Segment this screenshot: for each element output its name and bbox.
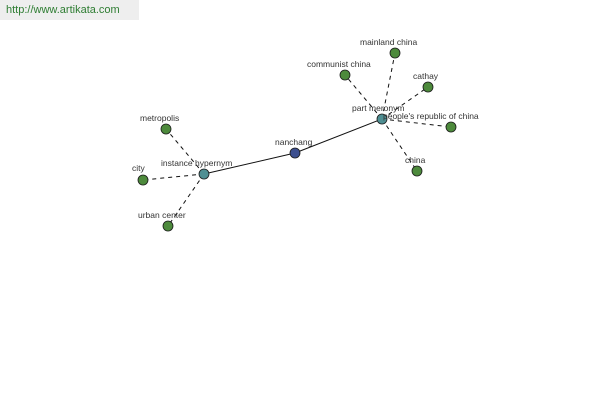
edge-nanchang-to-part-meronym: [294, 118, 383, 154]
edge-part-meronym-to-peoples-republic-of-china: [381, 118, 452, 128]
nodes-layer: [137, 47, 457, 232]
node-nanchang[interactable]: [289, 147, 301, 159]
node-label-mainland-china: mainland china: [360, 37, 417, 47]
node-peoples-republic-of-china[interactable]: [445, 121, 457, 133]
edge-instance-hypernym-to-city: [142, 173, 205, 181]
edge-part-meronym-to-mainland-china: [381, 52, 396, 120]
node-city[interactable]: [137, 174, 149, 186]
node-part-meronym[interactable]: [376, 113, 388, 125]
node-label-metropolis: metropolis: [140, 113, 179, 123]
node-label-instance-hypernym: instance hypernym: [161, 158, 232, 168]
node-label-urban-center: urban center: [138, 210, 186, 220]
edge-part-meronym-to-china: [381, 118, 418, 172]
edges-layer: [142, 52, 452, 227]
node-urban-center[interactable]: [162, 220, 174, 232]
node-metropolis[interactable]: [160, 123, 172, 135]
edge-nanchang-to-instance-hypernym: [203, 152, 296, 175]
node-cathay[interactable]: [422, 81, 434, 93]
edge-part-meronym-to-communist-china: [344, 74, 383, 120]
node-label-communist-china: communist china: [307, 59, 371, 69]
watermark-url[interactable]: http://www.artikata.com: [0, 0, 139, 20]
node-label-cathay: cathay: [413, 71, 439, 81]
node-instance-hypernym[interactable]: [198, 168, 210, 180]
edge-part-meronym-to-cathay: [381, 86, 429, 120]
node-communist-china[interactable]: [339, 69, 351, 81]
node-china[interactable]: [411, 165, 423, 177]
node-label-nanchang: nanchang: [275, 137, 313, 147]
node-label-china: china: [405, 155, 426, 165]
labels-layer: nanchang instance hypernym part meronym met…: [132, 37, 479, 220]
edge-instance-hypernym-to-metropolis: [165, 128, 205, 175]
edge-instance-hypernym-to-urban-center: [167, 173, 205, 227]
node-label-peoples-republic-of-china: people's republic of china: [383, 111, 479, 121]
node-label-part-meronym: part meronym: [352, 103, 404, 113]
node-mainland-china[interactable]: [389, 47, 401, 59]
node-label-city: city: [132, 163, 146, 173]
